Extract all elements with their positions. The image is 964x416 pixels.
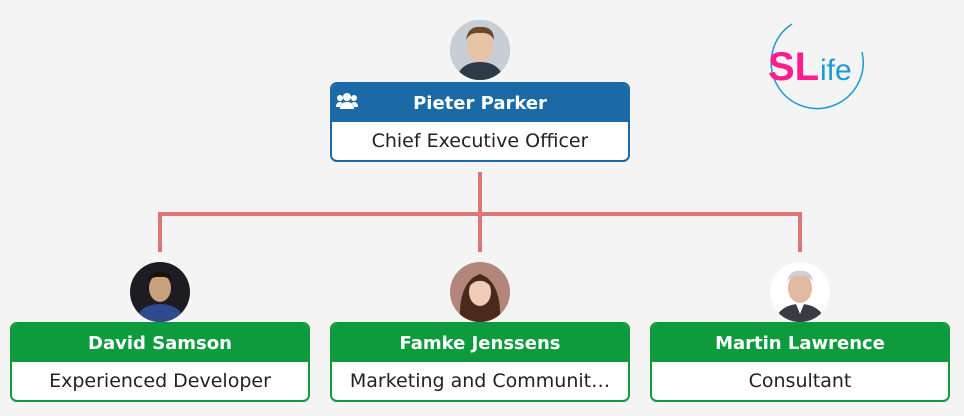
node-child-1[interactable]: David Samson Experienced Developer	[10, 322, 310, 402]
logo-ring	[770, 23, 864, 110]
node-root-header: Pieter Parker	[332, 84, 628, 122]
node-child-3-title: Consultant	[748, 370, 852, 392]
logo-text-sl: SL	[768, 45, 819, 89]
node-child-3[interactable]: Martin Lawrence Consultant	[650, 322, 950, 402]
avatar-root[interactable]	[450, 20, 510, 80]
node-child-3-name: Martin Lawrence	[715, 332, 885, 354]
node-child-1-body: Experienced Developer	[12, 362, 308, 400]
slife-logo: SL ife	[752, 12, 872, 122]
avatar-child-2[interactable]	[450, 262, 510, 322]
node-root-title: Chief Executive Officer	[371, 130, 589, 152]
node-child-2-name: Famke Jenssens	[399, 332, 561, 354]
node-child-2-title: Marketing and Communit…	[349, 370, 611, 392]
avatar-child-3[interactable]	[770, 262, 830, 322]
avatar-child-1[interactable]	[130, 262, 190, 322]
node-child-2[interactable]: Famke Jenssens Marketing and Communit…	[330, 322, 630, 402]
node-child-3-header: Martin Lawrence	[652, 324, 948, 362]
logo-text-ife: ife	[820, 54, 852, 87]
node-child-2-body: Marketing and Communit…	[332, 362, 628, 400]
node-child-2-header: Famke Jenssens	[332, 324, 628, 362]
team-icon	[336, 93, 358, 109]
node-child-3-body: Consultant	[652, 362, 948, 400]
person-photo-icon	[450, 262, 510, 322]
person-photo-icon	[770, 262, 830, 322]
node-child-1-header: David Samson	[12, 324, 308, 362]
node-child-1-title: Experienced Developer	[49, 370, 271, 392]
node-root[interactable]: Pieter Parker Chief Executive Officer	[330, 82, 630, 162]
person-photo-icon	[450, 20, 510, 80]
node-child-1-name: David Samson	[88, 332, 232, 354]
node-root-name: Pieter Parker	[413, 92, 547, 114]
node-root-body: Chief Executive Officer	[332, 122, 628, 160]
person-photo-icon	[130, 262, 190, 322]
